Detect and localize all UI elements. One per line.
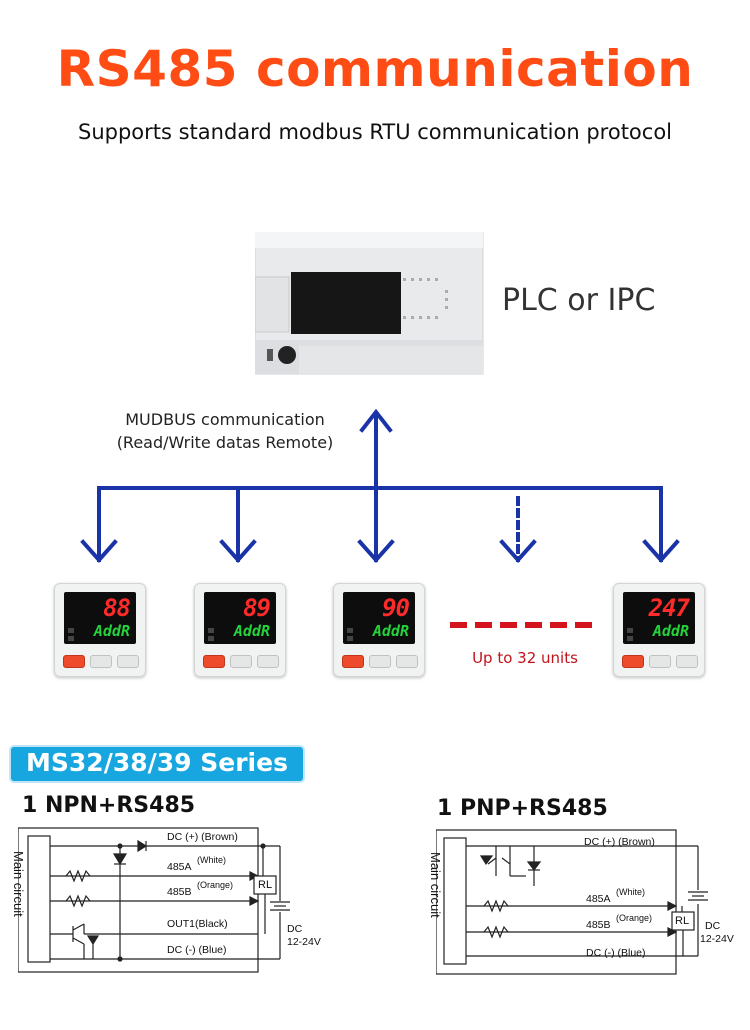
pnp-wire-485b: 485B <box>586 919 611 931</box>
device-screen: 90 AddR <box>343 592 415 644</box>
mode-button[interactable] <box>203 655 225 668</box>
plc-image <box>255 232 484 375</box>
npn-main-circuit: Main circuit <box>11 851 26 917</box>
sensor-device-2: 89 AddR <box>194 583 286 677</box>
npn-wire-dcplus: DC (+) (Brown) <box>167 831 238 843</box>
arrow-down-icon <box>642 539 680 564</box>
npn-supply-voltage: 12-24V <box>287 936 321 948</box>
arrow-down-icon <box>499 539 537 564</box>
device-screen: 89 AddR <box>204 592 276 644</box>
down-button[interactable] <box>396 655 418 668</box>
arrow-down-icon <box>219 539 257 564</box>
pnp-wire-dcplus: DC (+) (Brown) <box>584 836 655 848</box>
up-button[interactable] <box>90 655 112 668</box>
npn-title: 1 NPN+RS485 <box>22 793 196 818</box>
bus-label-line1: MUDBUS communication <box>125 410 325 429</box>
up-button[interactable] <box>649 655 671 668</box>
pnp-supply-dc: DC <box>705 920 721 932</box>
down-button[interactable] <box>257 655 279 668</box>
series-badge-label: MS32/38/39 Series <box>26 748 288 777</box>
device-screen: 247 AddR <box>623 592 695 644</box>
device-value: 90 <box>382 594 410 622</box>
device-value: 89 <box>243 594 271 622</box>
mode-button[interactable] <box>622 655 644 668</box>
npn-wire-dcminus: DC (-) (Blue) <box>167 944 227 956</box>
npn-wire-485b: 485B <box>167 886 192 898</box>
npn-supply-dc: DC <box>287 923 303 935</box>
down-button[interactable] <box>676 655 698 668</box>
bus-arrows <box>80 408 680 564</box>
arrow-up-icon <box>359 408 393 433</box>
series-badge <box>9 745 305 783</box>
npn-wire-485a-color: (White) <box>197 855 226 865</box>
pnp-wiring-diagram <box>436 829 708 975</box>
pnp-wire-485a: 485A <box>586 893 611 905</box>
device-screen: 88 AddR <box>64 592 136 644</box>
up-button[interactable] <box>230 655 252 668</box>
mode-button[interactable] <box>342 655 364 668</box>
bus-label: MUDBUS communication (Read/Write datas R… <box>90 408 360 454</box>
npn-wiring-diagram <box>18 827 290 973</box>
down-button[interactable] <box>117 655 139 668</box>
units-dashes <box>450 622 596 628</box>
units-label: Up to 32 units <box>472 649 578 667</box>
npn-wire-out1: OUT1(Black) <box>167 918 228 930</box>
arrow-down-icon <box>80 539 118 564</box>
pnp-load: RL <box>675 915 690 927</box>
pnp-wire-485a-color: (White) <box>616 887 645 897</box>
device-sub: AddR <box>233 622 270 640</box>
mode-button[interactable] <box>63 655 85 668</box>
device-sub: AddR <box>652 622 689 640</box>
sensor-device-1: 88 AddR <box>54 583 146 677</box>
pnp-main-circuit: Main circuit <box>428 852 443 918</box>
device-value: 88 <box>103 594 131 622</box>
arrow-down-icon <box>357 539 395 564</box>
pnp-supply-voltage: 12-24V <box>700 933 734 945</box>
sensor-device-4: 247 AddR <box>613 583 705 677</box>
page-subtitle: Supports standard modbus RTU communicati… <box>77 120 673 144</box>
npn-wire-485b-color: (Orange) <box>197 880 234 890</box>
plc-label: PLC or IPC <box>502 283 656 318</box>
npn-load: RL <box>258 879 273 891</box>
device-value: 247 <box>648 594 690 622</box>
device-sub: AddR <box>93 622 130 640</box>
page-title: RS485 communication <box>56 40 694 98</box>
pnp-wire-485b-color: (Orange) <box>616 913 653 923</box>
pnp-wire-dcminus: DC (-) (Blue) <box>586 947 646 959</box>
npn-wire-485a: 485A <box>167 861 192 873</box>
up-button[interactable] <box>369 655 391 668</box>
bus-label-line2: (Read/Write datas Remote) <box>116 433 334 452</box>
device-sub: AddR <box>372 622 409 640</box>
sensor-device-3: 90 AddR <box>333 583 425 677</box>
pnp-title: 1 PNP+RS485 <box>437 796 608 821</box>
